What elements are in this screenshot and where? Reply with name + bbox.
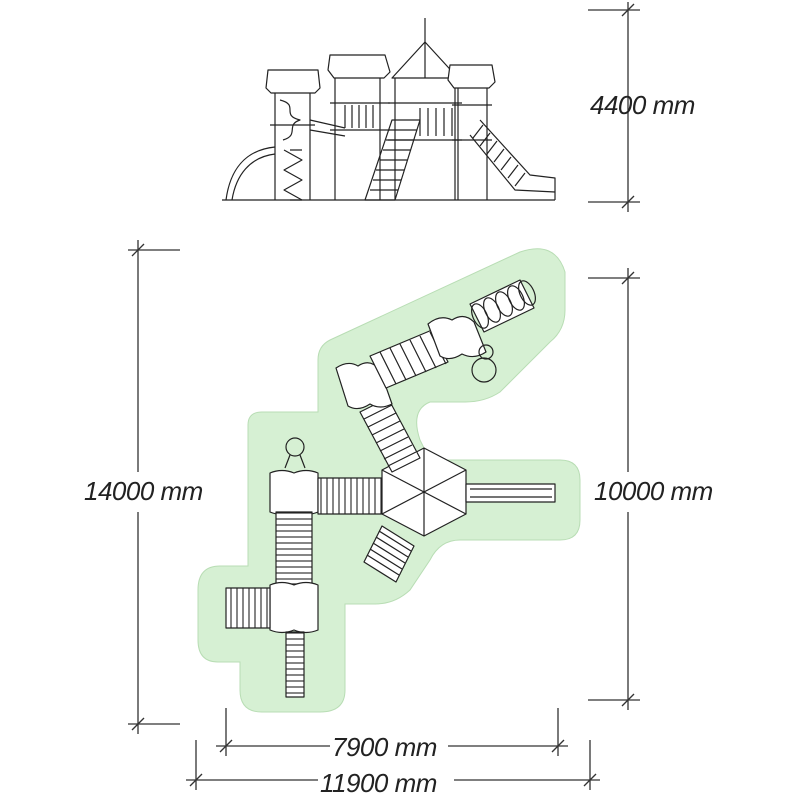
elevation-mid-tower [327, 54, 391, 200]
dimension-side-depth: 10000 mm [588, 268, 716, 710]
plan-deck-left-bottom [269, 581, 319, 634]
plan-central-hexagon [381, 447, 467, 537]
plan-view [197, 248, 581, 713]
plan-deck-upper-right [427, 315, 487, 360]
elevation-central-roof [388, 18, 462, 200]
dimension-overall-depth: 14000 mm [80, 240, 212, 734]
elevation-left-tower [265, 69, 321, 201]
side-depth-dimension-label: 10000 mm [594, 476, 713, 506]
overall-depth-dimension-label: 14000 mm [84, 476, 203, 506]
plan-deck-upper-left [335, 362, 393, 410]
height-dimension-label: 4400 mm [590, 90, 695, 120]
elevation-stair [364, 119, 421, 201]
elevation-tube-slide [469, 119, 556, 200]
plan-ring-right [471, 357, 497, 383]
plan-ring-top-left [285, 437, 305, 457]
plan-deck-left-top [269, 469, 319, 516]
dimension-height: 4400 mm [588, 2, 695, 212]
plan-stair-lower [363, 525, 415, 583]
plan-tube-slide [469, 279, 536, 333]
width-inner-dimension-label: 7900 mm [332, 732, 437, 762]
dimension-width-inner: 7900 mm [216, 708, 568, 762]
plan-straight-slide [465, 483, 556, 503]
elevation-view [222, 18, 556, 201]
plan-upper-bridge [369, 329, 449, 389]
elevation-left-slide [225, 146, 276, 201]
dimension-width-overall: 11900 mm [186, 740, 600, 798]
width-overall-dimension-label: 11900 mm [320, 768, 437, 798]
